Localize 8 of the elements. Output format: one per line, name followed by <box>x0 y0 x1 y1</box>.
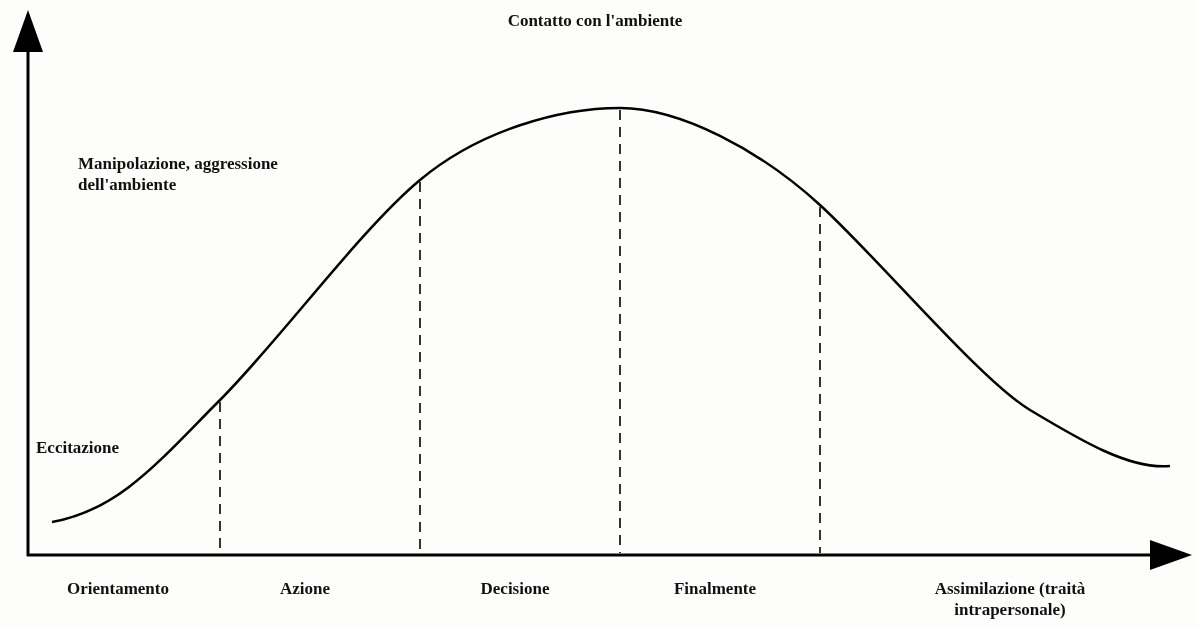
phase-label: Azione <box>278 578 331 599</box>
phase-label: Eccitazione <box>36 437 120 458</box>
phase-label: Finalmente <box>672 578 758 599</box>
curve-title: Contatto con l'ambiente <box>506 10 684 31</box>
phase-label: Orientamento <box>66 578 170 599</box>
phase-label: Manipolazione, aggressione dell'ambiente <box>78 153 279 195</box>
phase-label: Assimilazione (traità intrapersonale) <box>933 578 1087 620</box>
phase-label: Decisione <box>479 578 551 599</box>
